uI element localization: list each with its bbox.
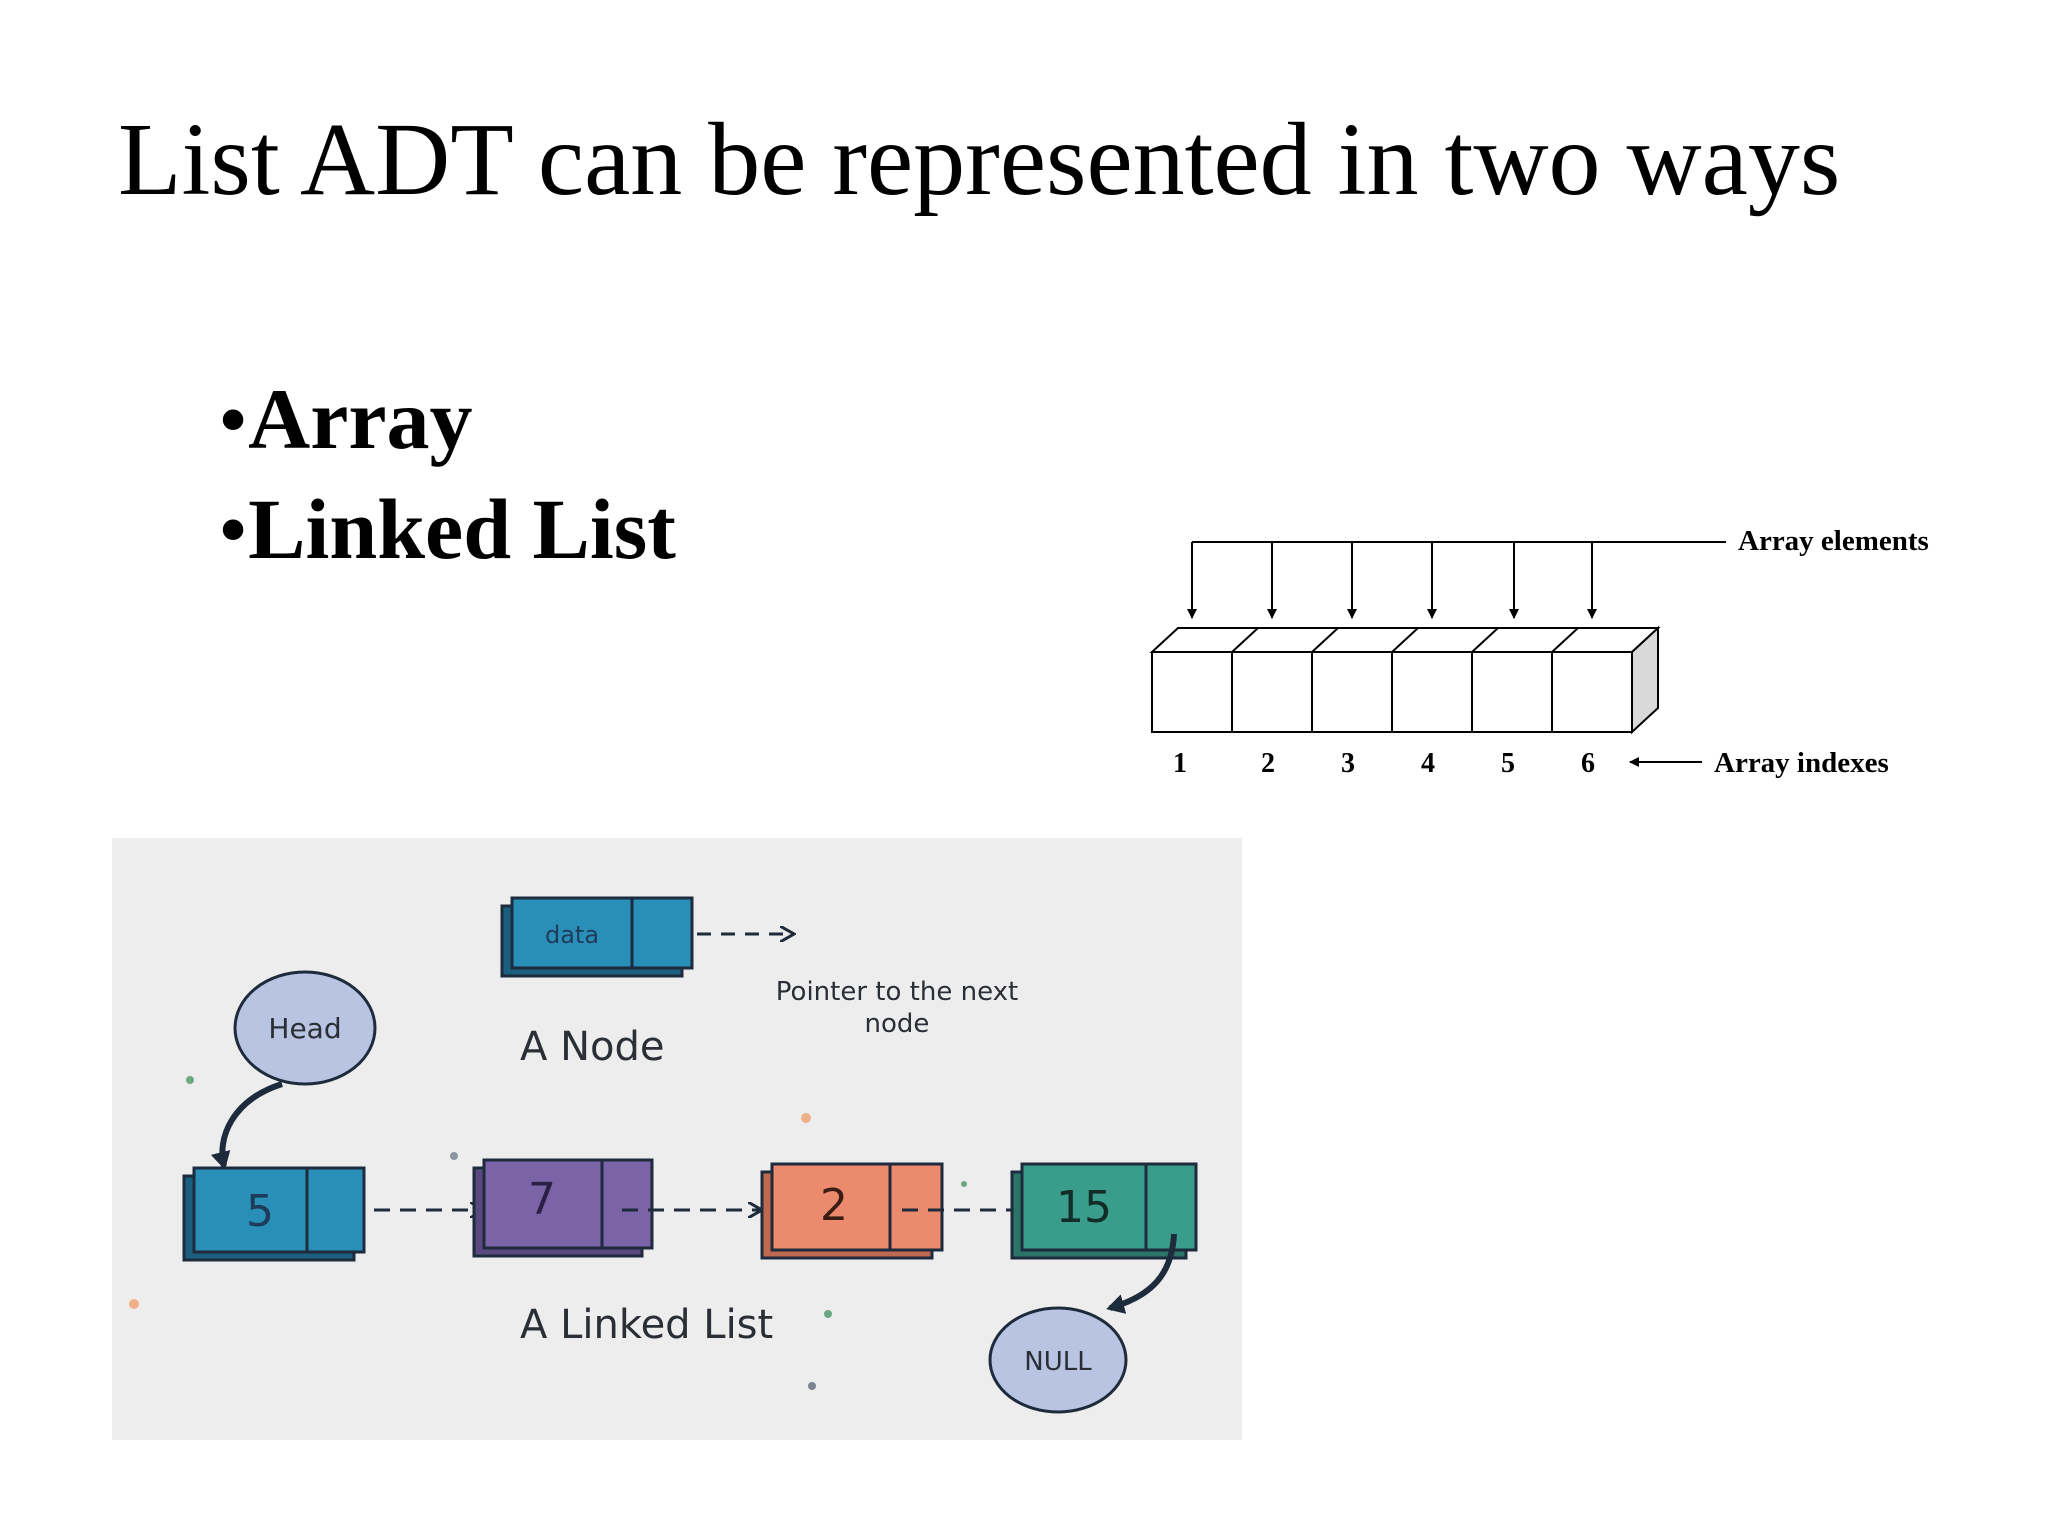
head-arrow <box>210 1081 283 1170</box>
top-divider <box>1311 627 1339 653</box>
array-cell <box>1391 651 1473 733</box>
node-legend: data Pointer to the next node A Node <box>500 896 1018 1070</box>
element-arrows <box>1187 542 1597 619</box>
array-elements-label: Array elements <box>1738 525 1929 557</box>
linked-list-diagram: data Pointer to the next node A Node Hea… <box>112 838 1242 1440</box>
decorative-dot <box>801 1113 811 1123</box>
array-diagram: Array elements 1 2 3 4 5 6 Array indexes <box>1149 525 1929 779</box>
bullet-glyph: • <box>218 371 249 467</box>
array-index: 6 <box>1581 748 1595 779</box>
node-1: 5 <box>182 1166 366 1262</box>
node-value: 15 <box>1056 1182 1112 1233</box>
decorative-dot <box>808 1382 816 1390</box>
node-body <box>1020 1162 1198 1252</box>
array-cell <box>1311 651 1393 733</box>
legend-pointer-label-1: Pointer to the next <box>776 977 1018 1007</box>
array-cell <box>1151 651 1233 733</box>
array-index: 1 <box>1173 748 1187 779</box>
node-body <box>770 1162 944 1252</box>
node-value: 5 <box>246 1186 274 1237</box>
head-label: Head <box>268 1012 341 1045</box>
decorative-dots <box>129 1076 967 1390</box>
legend-node <box>510 896 694 970</box>
top-divider <box>1391 627 1419 653</box>
node-body <box>192 1166 366 1254</box>
top-divider <box>1551 627 1579 653</box>
decorative-dot <box>450 1152 458 1160</box>
array-indexes-label: Array indexes <box>1714 747 1889 779</box>
node-value: 2 <box>820 1180 848 1231</box>
decorative-dot <box>129 1299 139 1309</box>
bullet-linked-list-label: Linked List <box>248 481 676 577</box>
decorative-dot <box>186 1076 194 1084</box>
array-indexes: 1 2 3 4 5 6 <box>1173 748 1595 779</box>
node-2: 7 <box>472 1158 654 1258</box>
node-value: 7 <box>528 1174 556 1225</box>
legend-data-label: data <box>545 921 599 949</box>
node-body <box>482 1158 654 1250</box>
legend-pointer-label-2: node <box>865 1009 930 1039</box>
node-4: 15 <box>1010 1162 1198 1260</box>
array-index: 5 <box>1501 748 1515 779</box>
bullet-linked-list: •Linked List <box>218 474 676 584</box>
top-divider <box>1471 627 1499 653</box>
head-bubble <box>233 970 377 1086</box>
node-caption: A Node <box>520 1024 664 1070</box>
slide-title: List ADT can be represented in two ways <box>118 102 1841 217</box>
null-label: NULL <box>1024 1347 1092 1377</box>
array-index: 3 <box>1341 748 1355 779</box>
bullet-array-label: Array <box>248 371 473 467</box>
bullet-array: •Array <box>218 364 676 474</box>
array-index: 4 <box>1421 748 1435 779</box>
decorative-dot <box>961 1181 967 1187</box>
array-index: 2 <box>1261 748 1275 779</box>
linked-list-caption: A Linked List <box>520 1302 773 1348</box>
top-divider <box>1231 627 1259 653</box>
bullet-glyph: • <box>218 481 249 577</box>
array-cell <box>1471 651 1553 733</box>
node-3: 2 <box>760 1162 944 1260</box>
array-cells <box>1149 625 1661 735</box>
null-bubble <box>988 1306 1128 1414</box>
array-cell <box>1231 651 1313 733</box>
array-cell <box>1551 651 1633 733</box>
decorative-dot <box>824 1310 832 1318</box>
bullet-list: •Array •Linked List <box>218 364 676 584</box>
null-arrow <box>1106 1233 1177 1314</box>
